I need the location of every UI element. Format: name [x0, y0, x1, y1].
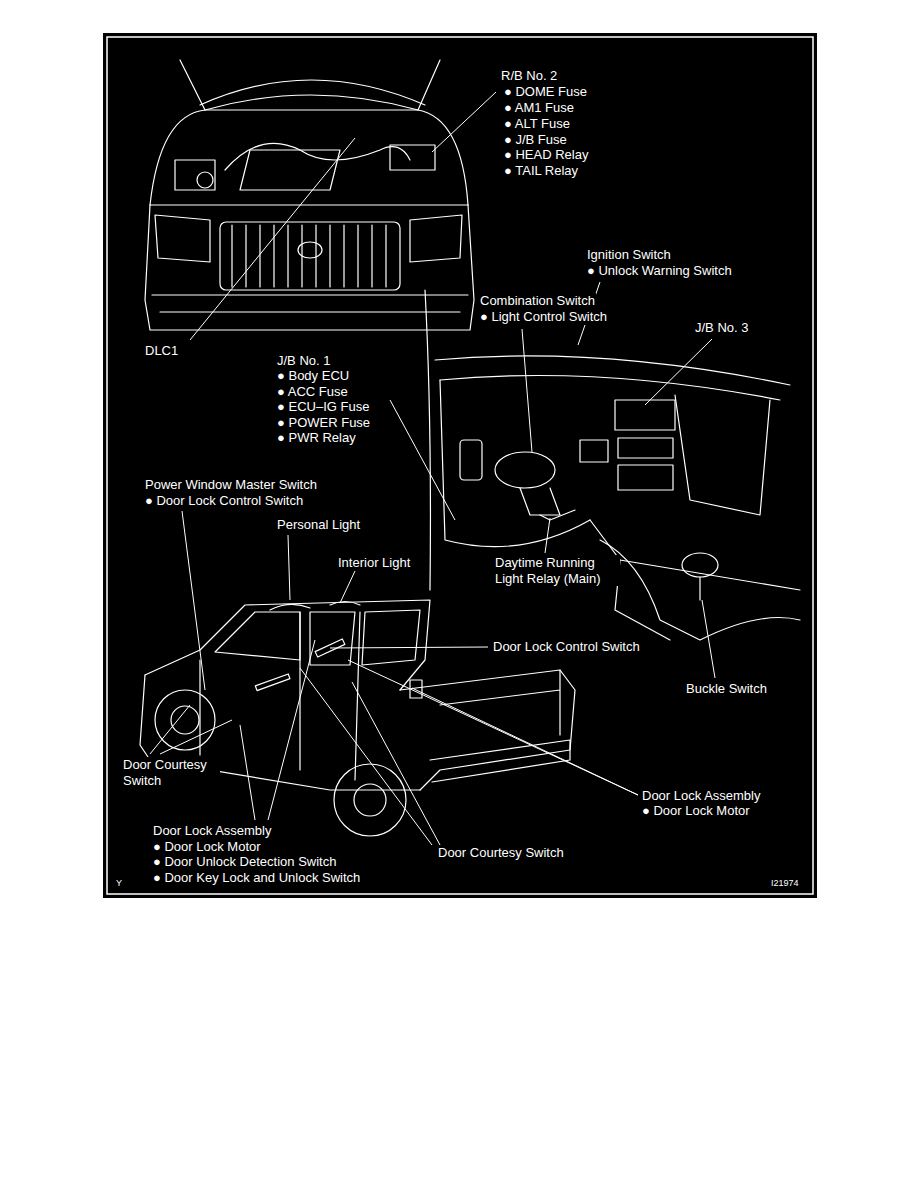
part-label: ● Door Lock Motor [641, 803, 751, 819]
part-label: ● AM1 Fuse [503, 100, 575, 116]
part-label: ● Unlock Warning Switch [586, 263, 733, 279]
part-label: ● POWER Fuse [276, 415, 371, 431]
part-label: R/B No. 2 [500, 68, 558, 84]
dashboard [425, 290, 800, 640]
part-label: ● Door Lock Motor [152, 839, 262, 855]
part-label: Door Lock Assembly [641, 788, 762, 804]
part-label: ● Door Unlock Detection Switch [152, 854, 337, 870]
part-label: ● Door Key Lock and Unlock Switch [152, 870, 361, 886]
part-label: ● ALT Fuse [503, 116, 571, 132]
part-label: ● DOME Fuse [503, 84, 588, 100]
part-label: J/B No. 3 [694, 320, 749, 336]
truck-rear [140, 600, 575, 836]
frame [107, 37, 813, 894]
part-label: ● Body ECU [276, 368, 350, 384]
part-label: I21974 [770, 878, 800, 889]
part-label: ● HEAD Relay [503, 147, 589, 163]
part-label: Door Courtesy Switch [122, 757, 220, 788]
part-label: Daytime Running Light Relay (Main) [494, 555, 620, 586]
part-label: ● Light Control Switch [479, 309, 608, 325]
panel [103, 33, 817, 898]
part-label: Power Window Master Switch [144, 477, 318, 493]
leader-lines [150, 92, 715, 845]
part-label: Combination Switch [479, 293, 596, 309]
part-label: Interior Light [337, 555, 411, 571]
part-label: J/B No. 1 [276, 353, 331, 369]
part-label: Y [115, 878, 123, 889]
part-label: DLC1 [144, 343, 179, 359]
part-label: ● PWR Relay [276, 430, 357, 446]
part-label: Ignition Switch [586, 247, 672, 263]
part-label: Personal Light [276, 517, 361, 533]
truck-front [145, 60, 474, 330]
part-label: Door Courtesy Switch [437, 845, 565, 861]
part-label: ● Door Lock Control Switch [144, 493, 304, 509]
part-label: ● J/B Fuse [503, 132, 568, 148]
part-label: ● TAIL Relay [503, 163, 579, 179]
part-label: Buckle Switch [685, 681, 768, 697]
part-label: ● ACC Fuse [276, 384, 349, 400]
part-label: Door Lock Assembly [152, 823, 273, 839]
part-label: ● ECU–IG Fuse [276, 399, 370, 415]
part-label: Door Lock Control Switch [492, 639, 641, 655]
